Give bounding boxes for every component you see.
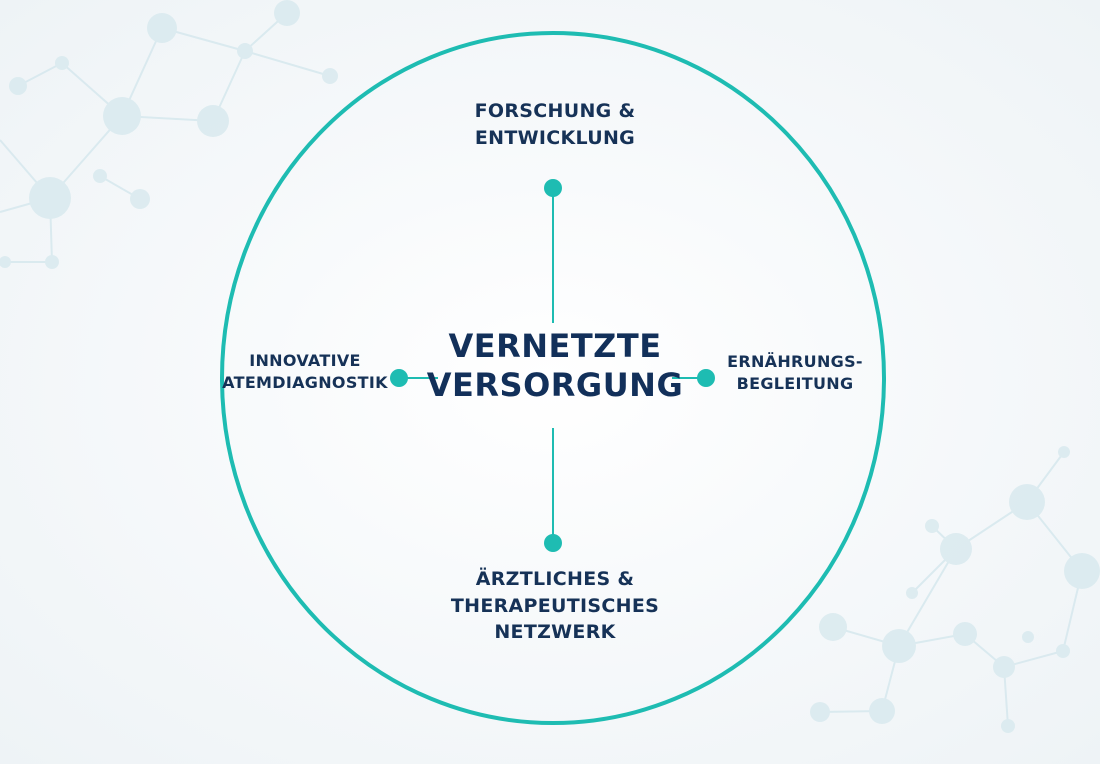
molecule-decoration-top-left: [0, 0, 338, 269]
outer-circle: [220, 31, 886, 725]
molecule-decoration-bottom-right: [810, 446, 1100, 733]
connector-dot-bottom: [544, 534, 562, 552]
connector-dot-top: [544, 179, 562, 197]
label-medical-network: ÄRZTLICHES & THERAPEUTISCHES NETZWERK: [450, 568, 660, 644]
connector-dot-left: [390, 369, 408, 387]
label-research-development: FORSCHUNG & ENTWICKLUNG: [474, 100, 636, 149]
label-nutrition-support: ERNÄHRUNGS- BEGLEITUNG: [727, 352, 863, 394]
label-breath-diagnostics: INNOVATIVE ATEMDIAGNOSTIK: [222, 351, 388, 393]
center-label: VERNETZTE VERSORGUNG: [426, 327, 684, 405]
connector-dot-right: [697, 369, 715, 387]
